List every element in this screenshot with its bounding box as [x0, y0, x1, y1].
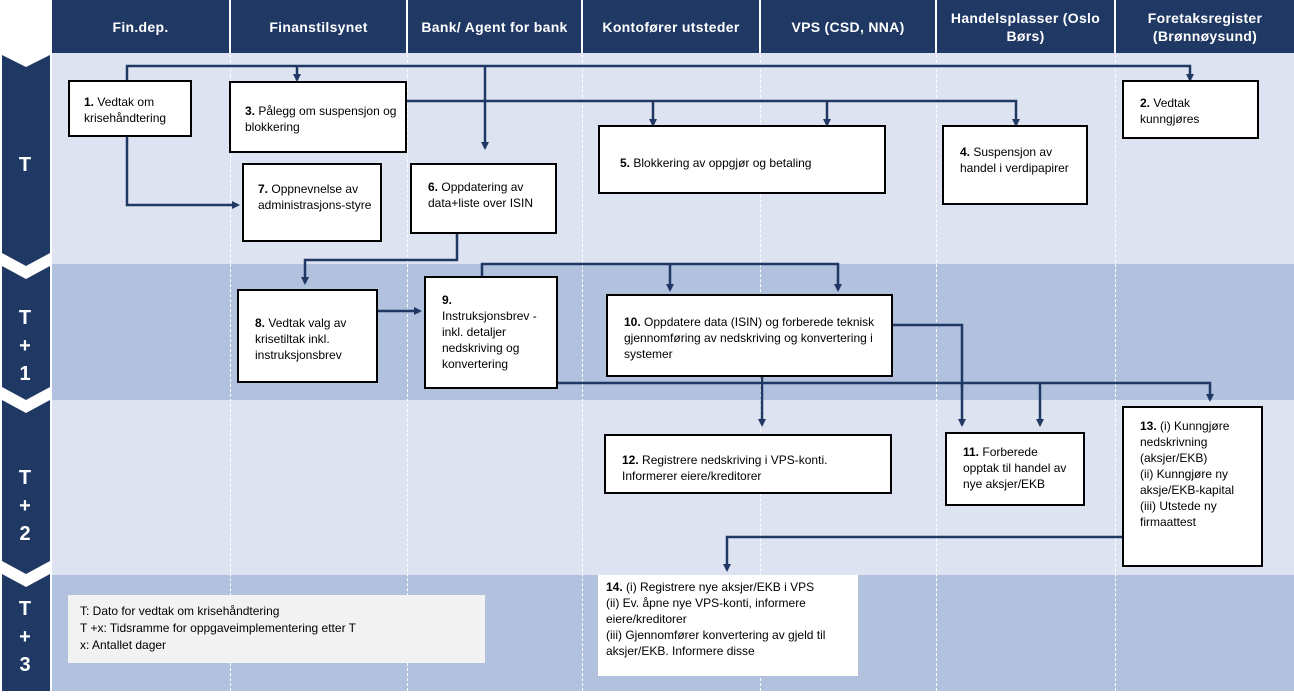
row-label-line: +: [19, 626, 31, 648]
column-header-findep: Fin.dep.: [52, 0, 229, 53]
row-label-line: T: [18, 467, 32, 489]
row-label-line: 3: [19, 654, 31, 676]
column-header-bank: Bank/ Agent for bank: [408, 0, 581, 53]
col-divider: [1115, 0, 1116, 691]
step-number: 11.: [963, 445, 980, 459]
row-label-line: T: [18, 598, 32, 620]
step-number: 4.: [960, 145, 971, 159]
column-header-foretaksregister: Foretaksregister (Brønnøysund): [1116, 0, 1294, 53]
column-header-kontoforer: Kontofører utsteder: [583, 0, 759, 53]
step-text: Vedtak valg av krisetiltak inkl. instruk…: [255, 316, 347, 362]
step-box-13: 13. (i) Kunngjøre nedskrivning (aksjer/E…: [1122, 406, 1263, 567]
step-number: 9.: [442, 293, 453, 307]
step-text: (iii) Utstede ny firmaattest: [1140, 499, 1217, 529]
row-label-line: +: [19, 495, 31, 517]
step-text: Oppdatere data (ISIN) og forberede tekni…: [624, 315, 875, 361]
legend-line: T: Dato for vedtak om krisehåndtering: [80, 604, 280, 618]
step-number: 14.: [606, 580, 623, 594]
step-box-6: 6. Oppdatering av data+liste over ISIN: [410, 163, 557, 234]
step-box-9: 9. Instruksjonsbrev - inkl. detaljer neds…: [424, 276, 558, 389]
step-box-14: 14. (i) Registrere nye aksjer/EKB i VPS …: [598, 575, 858, 676]
col-divider: [407, 0, 408, 691]
step-box-8: 8. Vedtak valg av krisetiltak inkl. inst…: [237, 289, 378, 383]
legend-line: T +x: Tidsramme for oppgaveimplementerin…: [80, 621, 357, 635]
step-text: Oppdatering av data+liste over ISIN: [428, 180, 534, 210]
column-header-handelsplasser: Handelsplasser (Oslo Børs): [937, 0, 1114, 53]
step-text: (i) Kunngjøre nedskrivning (aksjer/EKB): [1140, 419, 1230, 465]
legend-line: x: Antallet dager: [80, 638, 167, 652]
column-header-vps: VPS (CSD, NNA): [761, 0, 935, 53]
step-box-3: 3. Pålegg om suspensjon og blokkering: [229, 81, 407, 153]
row-label-t: T: [0, 151, 50, 179]
step-text: Registrere nedskriving i VPS-konti. Info…: [622, 453, 828, 483]
legend-box: T: Dato for vedtak om krisehåndtering T …: [68, 595, 485, 663]
step-text: Instruksjonsbrev - inkl. detaljer nedskr…: [442, 309, 537, 371]
row-label-t3: T + 3: [0, 595, 50, 679]
step-number: 3.: [245, 104, 256, 118]
step-text: Vedtak om krisehåndtering: [84, 95, 167, 125]
step-number: 12.: [622, 453, 639, 467]
step-number: 13.: [1140, 419, 1157, 433]
step-box-1: 1. Vedtak om krisehåndtering: [68, 80, 192, 137]
row-label-line: T: [18, 307, 32, 329]
step-box-12: 12. Registrere nedskriving i VPS-konti. …: [604, 434, 892, 494]
col-divider: [582, 0, 583, 691]
step-box-5: 5. Blokkering av oppgjør og betaling: [598, 125, 886, 194]
step-number: 5.: [620, 156, 631, 170]
step-text: Vedtak kunngjøres: [1140, 96, 1200, 126]
timeline-arrow-shapes: [0, 53, 52, 691]
step-number: 2.: [1140, 96, 1151, 110]
step-text: Blokkering av oppgjør og betaling: [633, 156, 812, 170]
step-box-4: 4. Suspensjon av handel i verdipapirer: [942, 125, 1088, 205]
row-label-line: 1: [19, 363, 31, 385]
step-box-7: 7. Oppnevnelse av administrasjons-styre: [242, 163, 382, 242]
step-box-11: 11. Forberede opptak til handel av nye a…: [945, 432, 1085, 506]
step-box-10: 10. Oppdatere data (ISIN) og forberede t…: [606, 294, 893, 377]
step-text: (ii) Kunngjøre ny aksje/EKB-kapital: [1140, 467, 1235, 497]
step-number: 6.: [428, 180, 439, 194]
step-number: 1.: [84, 95, 95, 109]
col-divider: [230, 0, 231, 691]
col-divider: [936, 0, 937, 691]
step-text: (ii) Ev. åpne nye VPS-konti, informere e…: [606, 596, 806, 626]
timeline-arrow: [0, 53, 52, 691]
step-number: 8.: [255, 316, 266, 330]
step-text: (i) Registrere nye aksjer/EKB i VPS: [626, 580, 815, 594]
row-label-line: +: [19, 335, 31, 357]
step-text: Forberede opptak til handel av nye aksje…: [963, 445, 1067, 491]
step-number: 10.: [624, 315, 641, 329]
row-label-line: T: [18, 154, 32, 176]
row-label-t1: T + 1: [0, 304, 50, 388]
step-text: Oppnevnelse av administrasjons-styre: [258, 182, 372, 212]
step-text: (iii) Gjennomfører konvertering av gjeld…: [606, 628, 826, 658]
step-text: Pålegg om suspensjon og blokkering: [245, 104, 397, 134]
step-box-2: 2. Vedtak kunngjøres: [1122, 80, 1259, 139]
row-label-line: 2: [19, 523, 31, 545]
column-header-finanstilsynet: Finanstilsynet: [231, 0, 406, 53]
step-text: Suspensjon av handel i verdipapirer: [960, 145, 1069, 175]
step-number: 7.: [258, 182, 269, 196]
row-label-t2: T + 2: [0, 464, 50, 548]
